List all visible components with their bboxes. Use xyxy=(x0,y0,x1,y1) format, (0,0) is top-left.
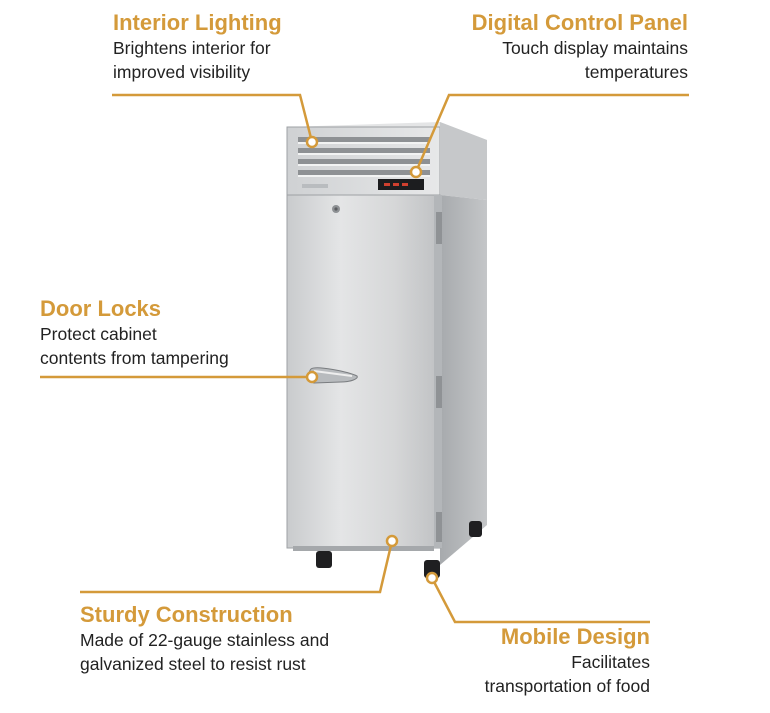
hinge-bottom xyxy=(436,512,442,542)
callout-desc-line: transportation of food xyxy=(484,676,650,696)
callout-desc-line: Brightens interior for xyxy=(113,38,271,58)
callout-description: Protect cabinet contents from tampering xyxy=(40,322,229,370)
callout-interior-lighting: Interior Lighting Brightens interior for… xyxy=(113,10,282,84)
callout-desc-line: Protect cabinet xyxy=(40,324,157,344)
callout-desc-line: Made of 22-gauge stainless and xyxy=(80,630,330,650)
callout-dot-icon xyxy=(425,571,439,585)
lock-icon xyxy=(332,205,340,213)
digital-display xyxy=(378,179,424,190)
callout-dot-icon xyxy=(305,135,319,149)
callout-title: Mobile Design xyxy=(500,624,650,649)
callout-mobile-design: Mobile Design Facilitates transportation… xyxy=(485,624,650,698)
leader-interior-lighting xyxy=(112,93,314,143)
hinge-top xyxy=(436,212,442,244)
callout-sturdy-construction: Sturdy Construction Made of 22-gauge sta… xyxy=(80,602,329,676)
callout-description: Made of 22-gauge stainless and galvanize… xyxy=(80,628,329,676)
callout-title: Digital Control Panel xyxy=(471,10,688,35)
callout-desc-line: temperatures xyxy=(584,62,688,82)
callout-description: Facilitates transportation of food xyxy=(485,650,650,698)
callout-description: Brightens interior for improved visibili… xyxy=(113,36,282,84)
callout-dot-icon xyxy=(385,534,399,548)
callout-title: Interior Lighting xyxy=(113,10,282,35)
callout-description: Touch display maintains temperatures xyxy=(472,36,688,84)
leader-sturdy-construction xyxy=(80,540,394,594)
brand-logo xyxy=(302,184,328,188)
callout-desc-line: galvanized steel to resist rust xyxy=(80,654,306,674)
callout-digital-control-panel: Digital Control Panel Touch display main… xyxy=(472,10,688,84)
callout-dot-icon xyxy=(409,165,423,179)
callout-title: Door Locks xyxy=(40,296,162,321)
callout-desc-line: Facilitates xyxy=(571,652,650,672)
callout-desc-line: improved visibility xyxy=(113,62,251,82)
callout-door-locks: Door Locks Protect cabinet contents from… xyxy=(40,296,229,370)
callout-dots xyxy=(305,135,439,585)
leader-lines xyxy=(40,93,689,624)
callout-desc-line: contents from tampering xyxy=(40,348,229,368)
callout-dot-icon xyxy=(305,370,319,384)
callout-title: Sturdy Construction xyxy=(80,602,293,627)
callout-desc-line: Touch display maintains xyxy=(502,38,688,58)
leader-mobile-design xyxy=(430,577,650,624)
leader-digital-control-panel xyxy=(414,93,689,173)
hinge-middle xyxy=(436,376,442,408)
grille-louvers xyxy=(298,137,430,175)
refrigerator-cabinet xyxy=(286,122,487,578)
